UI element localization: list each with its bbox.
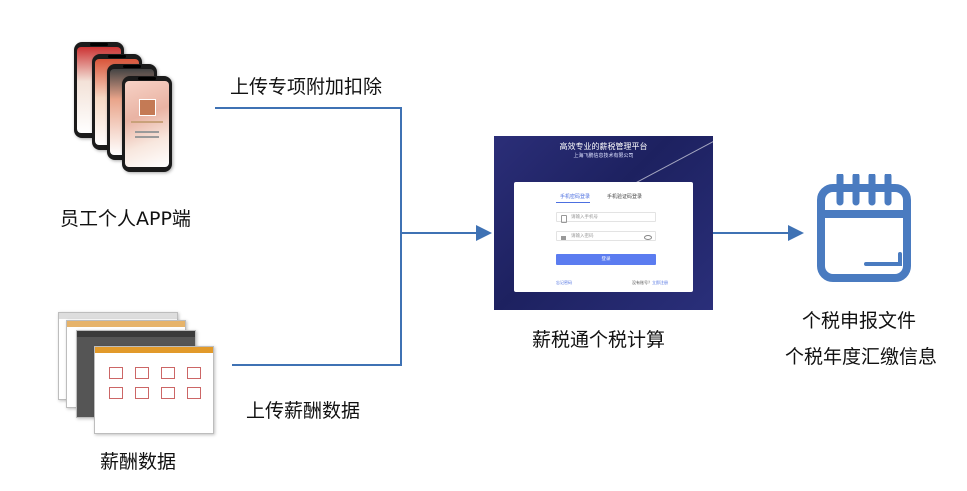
platform-screenshot: 高效专业的薪税管理平台 上海飞鹏信息技术有限公司 手机密码登录 手机验证码登录 … — [494, 136, 713, 310]
no-account-label: 没有账号？ — [632, 280, 652, 285]
platform-title: 高效专业的薪税管理平台 — [494, 141, 713, 152]
active-tab-underline — [556, 202, 590, 203]
label-upload-salary: 上传薪酬数据 — [246, 396, 360, 423]
phone-icon — [561, 215, 567, 223]
desktop-screenshot — [94, 346, 214, 434]
phone-field[interactable]: 请输入手机号 — [556, 212, 656, 222]
label-employee-app: 员工个人APP端 — [60, 204, 191, 231]
login-button[interactable]: 登录 — [556, 254, 656, 265]
lock-icon — [561, 236, 566, 240]
connector-salary — [232, 233, 401, 365]
password-placeholder: 请输入密码 — [571, 234, 594, 239]
label-upload-deduction: 上传专项附加扣除 — [230, 72, 382, 99]
calendar-icon — [816, 174, 912, 284]
platform-subtitle: 上海飞鹏信息技术有限公司 — [494, 152, 713, 159]
label-calc: 薪税通个税计算 — [532, 325, 665, 352]
label-salary-data: 薪酬数据 — [100, 447, 176, 474]
eye-icon[interactable] — [644, 235, 652, 240]
phone-screenshot — [122, 76, 172, 172]
register-link[interactable]: 立即注册 — [652, 280, 668, 285]
label-output-line2: 个税年度汇缴信息 — [785, 342, 937, 369]
no-account-text: 没有账号？立即注册 — [632, 280, 668, 286]
tab-code-login[interactable]: 手机验证码登录 — [607, 193, 642, 200]
password-field[interactable]: 请输入密码 — [556, 231, 656, 241]
label-output-line1: 个税申报文件 — [802, 306, 916, 333]
connector-app — [215, 108, 401, 233]
forgot-password-link[interactable]: 忘记密码 — [556, 280, 572, 286]
login-panel: 手机密码登录 手机验证码登录 请输入手机号 请输入密码 登录 忘记密码 没有账号… — [514, 182, 693, 292]
phone-placeholder: 请输入手机号 — [571, 215, 598, 220]
tab-password-login[interactable]: 手机密码登录 — [560, 193, 590, 200]
